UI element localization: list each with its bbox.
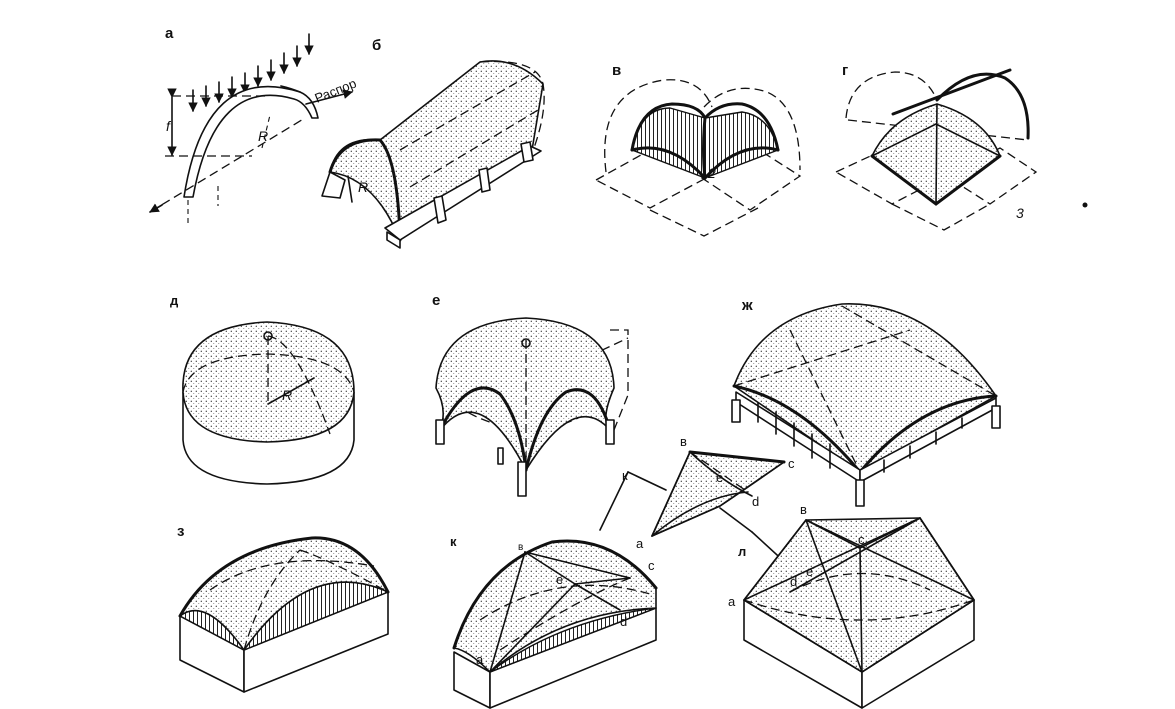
label-a: а bbox=[165, 25, 174, 42]
label-z: з bbox=[177, 523, 184, 540]
detail-point-c: c bbox=[788, 456, 795, 471]
label-d: д bbox=[170, 293, 179, 308]
barrel-end-arch bbox=[328, 138, 402, 242]
arch-radius-R: R bbox=[258, 128, 268, 144]
load-arrows bbox=[188, 33, 314, 112]
k-point-a: a bbox=[476, 652, 484, 667]
arch-radius bbox=[261, 114, 271, 149]
k-leader-1 bbox=[599, 471, 629, 531]
fig-k-hypar-shell: к a в c d e к bbox=[450, 468, 667, 709]
pier-4 bbox=[497, 447, 504, 465]
barrel-far-arch bbox=[479, 60, 545, 157]
vault-radius-R: R bbox=[358, 179, 368, 195]
l-point-e: e bbox=[806, 564, 813, 579]
fig-v-cloister-vault: в 2 bbox=[594, 62, 802, 237]
buttress-3 bbox=[520, 141, 534, 163]
sail-dome-shell bbox=[435, 317, 615, 471]
label-l: л bbox=[738, 544, 746, 559]
label-b: б bbox=[372, 37, 381, 54]
column-2 bbox=[855, 479, 865, 507]
window-strip bbox=[757, 402, 963, 473]
detail-point-d: d bbox=[752, 494, 759, 509]
support-left bbox=[321, 171, 346, 199]
hypar-detail: a в c d e bbox=[636, 434, 801, 577]
l-point-b: в bbox=[800, 502, 807, 517]
k-point-d: d bbox=[620, 614, 627, 629]
k-callout-label: к bbox=[622, 468, 628, 483]
l-point-c: c bbox=[858, 532, 865, 547]
fig-b-barrel-vault: б R bbox=[321, 37, 545, 249]
detail-point-e: e bbox=[716, 470, 723, 485]
k-point-c: c bbox=[648, 558, 655, 573]
l-point-d: d bbox=[790, 574, 797, 589]
column-1 bbox=[731, 399, 741, 423]
thrust-label: Распор bbox=[313, 76, 359, 106]
l-point-a: a bbox=[728, 594, 736, 609]
detail-point-b: в bbox=[680, 434, 687, 449]
number-2: 2 bbox=[707, 165, 716, 181]
arch-span-line bbox=[149, 117, 306, 213]
pier-2 bbox=[605, 419, 615, 445]
buttress-2 bbox=[478, 167, 491, 193]
dome-radius-R: R bbox=[282, 387, 292, 403]
dome-radius bbox=[267, 377, 315, 405]
speck bbox=[1082, 202, 1088, 208]
label-v: в bbox=[612, 62, 621, 79]
k-point-e: e bbox=[556, 572, 563, 587]
k-leader-2 bbox=[627, 471, 667, 491]
thrust-arrow bbox=[305, 89, 353, 105]
pier-1 bbox=[435, 419, 445, 445]
fig-e-sail-dome: е bbox=[432, 292, 629, 497]
rise-f: f bbox=[166, 118, 172, 134]
label-e: е bbox=[432, 292, 440, 309]
pier-3 bbox=[517, 461, 527, 497]
fig-g-domical-vault: г 3 bbox=[834, 62, 1038, 231]
detail-point-a: a bbox=[636, 536, 644, 551]
fig-d-dome: д R bbox=[170, 293, 355, 485]
k-point-b: в bbox=[518, 542, 523, 553]
label-zh: ж bbox=[741, 297, 753, 314]
number-3: 3 bbox=[1016, 205, 1024, 221]
square-shell bbox=[733, 303, 997, 473]
label-k: к bbox=[450, 534, 457, 549]
arch-rib bbox=[183, 85, 319, 198]
fig-zh-square-shell: ж bbox=[731, 297, 1001, 507]
column-3 bbox=[991, 405, 1001, 429]
label-g: г bbox=[842, 62, 848, 79]
k-side-tympanum bbox=[489, 607, 657, 673]
fig-z-rect-shell: з bbox=[177, 523, 390, 693]
buttress-1 bbox=[433, 195, 447, 224]
fig-l-hypar-roof: л a в c d e bbox=[728, 502, 975, 709]
